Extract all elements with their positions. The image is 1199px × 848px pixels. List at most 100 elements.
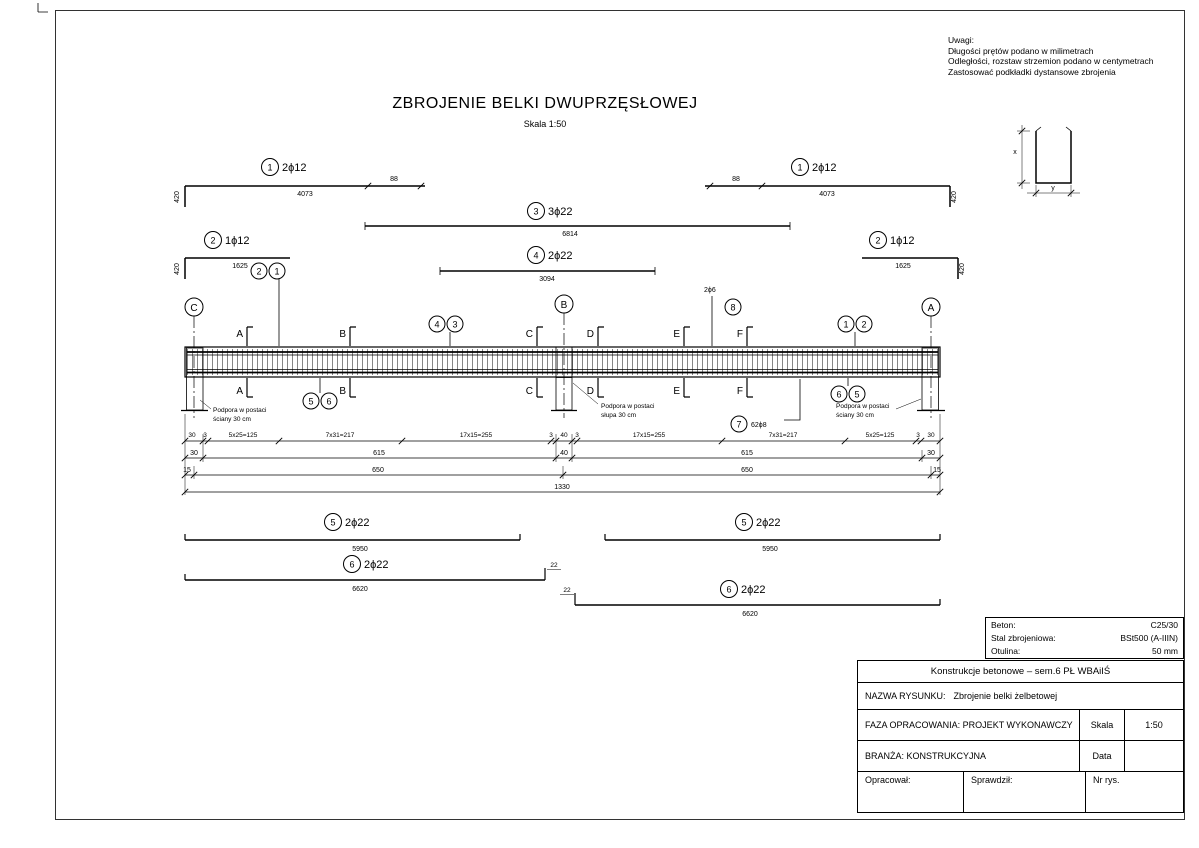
bar-1r-number: 1 xyxy=(797,163,802,173)
bar-callout-6-left: 6 2ϕ22 22 6620 xyxy=(184,555,561,593)
bar-4-length: 3094 xyxy=(539,276,555,283)
bar-2l-spec: 1ϕ12 xyxy=(225,235,250,247)
dim-row-axis-spans: 15 650 650 15 xyxy=(181,467,944,479)
bar-2l-number: 2 xyxy=(210,236,215,246)
bar-callout-4: 4 2ϕ22 3094 xyxy=(439,246,656,283)
support-left-l1: Podpora w postaci xyxy=(213,407,266,414)
bar-callout-5-left: 5 2ϕ22 5950 xyxy=(184,513,521,553)
support-middle xyxy=(551,377,577,412)
section-c-bottom: C xyxy=(526,386,533,397)
support-right-l1: Podpora w postaci xyxy=(836,403,889,410)
bar-3-length: 6814 xyxy=(562,231,578,238)
section-c-top: C xyxy=(526,329,533,340)
drawing-scale-note: Skala 1:50 xyxy=(523,119,567,129)
mark8-number: 8 xyxy=(730,303,735,313)
support-mid-l2: słupa 30 cm xyxy=(601,412,636,419)
bar-4-spec: 2ϕ22 xyxy=(548,250,573,262)
support-right-l2: ściany 30 cm xyxy=(836,412,874,419)
section-marks-top: A B C D E F xyxy=(236,326,753,346)
pair12-b: 2 xyxy=(861,320,866,330)
support-left xyxy=(181,347,208,412)
bar-6l-spec: 2ϕ22 xyxy=(364,559,389,571)
bar-2r-length: 1625 xyxy=(895,263,911,270)
support-note-left: Podpora w postaci ściany 30 cm xyxy=(199,399,266,423)
dim-r1-12: 30 xyxy=(927,432,935,439)
bar-callout-5-right: 5 2ϕ22 5950 xyxy=(604,513,941,553)
bar-2l-end-dim: 420 xyxy=(174,263,181,275)
dim-r3-1: 650 xyxy=(372,467,384,474)
beton-value: C25/30 xyxy=(1150,620,1178,631)
bar-6r-number: 6 xyxy=(726,585,731,595)
dim-r1-4: 17x15=255 xyxy=(460,432,493,439)
support-mid-l1: Podpora w postaci xyxy=(601,403,654,410)
drawing-number-label: Nr rys. xyxy=(1093,775,1120,785)
section-e-bottom: E xyxy=(673,386,680,397)
otulina-value: 50 mm xyxy=(1152,645,1178,656)
dim-r1-7: 3 xyxy=(575,432,579,439)
titleblock-header: Konstrukcje betonowe – sem.6 PŁ WBAiIŚ xyxy=(930,666,1111,677)
bar-callout-3: 3 3ϕ22 6814 xyxy=(364,202,791,238)
date-label: Data xyxy=(1092,751,1112,761)
pair43-b: 3 xyxy=(452,320,457,330)
dim-row-spans: 30 615 40 615 30 xyxy=(181,450,944,462)
pair21-a: 2 xyxy=(256,267,261,277)
beam-elevation xyxy=(184,346,941,378)
beton-label: Beton: xyxy=(991,620,1016,631)
bar-1l-number: 1 xyxy=(267,163,272,173)
dim-r2-3: 615 xyxy=(741,450,753,457)
dim-r1-3: 7x31=217 xyxy=(326,432,355,439)
dimension-extensions xyxy=(184,414,941,495)
bar-5r-length: 5950 xyxy=(762,546,778,553)
bar-5l-number: 5 xyxy=(330,518,335,528)
notes-heading: Uwagi: xyxy=(948,35,974,45)
callout-pair-1-2: 1 2 xyxy=(837,315,873,346)
bar-1r-hook-dim: 88 xyxy=(732,176,740,183)
support-left-l2: ściany 30 cm xyxy=(213,416,251,423)
axis-b-label: B xyxy=(561,300,568,311)
drawing-name-label: NAZWA RYSUNKU: xyxy=(865,691,946,701)
checker-label: Sprawdził: xyxy=(971,775,1013,785)
pair65-b: 5 xyxy=(854,390,859,400)
pair65-a: 6 xyxy=(836,390,841,400)
bar-1l-hook-dim: 88 xyxy=(390,176,398,183)
section-a-top: A xyxy=(236,329,243,340)
dim-r1-2: 5x25=125 xyxy=(229,432,258,439)
notes-block: Uwagi: Długości prętów podano w milimetr… xyxy=(948,35,1184,77)
dim-r1-9: 7x31=217 xyxy=(769,432,798,439)
pair56-a: 5 xyxy=(308,397,313,407)
mark8-label: 2ϕ6 xyxy=(704,287,716,294)
bar-6r-length: 6620 xyxy=(742,611,758,618)
pair56-b: 6 xyxy=(326,397,331,407)
support-note-middle: Podpora w postaci słupa 30 cm xyxy=(572,382,654,419)
branch-label: BRANŻA: KONSTRUKCYJNA xyxy=(865,751,987,761)
otulina-label: Otulina: xyxy=(991,645,1021,656)
mark7-number: 7 xyxy=(736,420,741,430)
bar-6l-number: 6 xyxy=(349,560,354,570)
dim-r3-2: 650 xyxy=(741,467,753,474)
date-value-cell xyxy=(1125,741,1183,771)
bar-2r-number: 2 xyxy=(875,236,880,246)
dim-row-total: 1330 xyxy=(181,484,944,496)
bar-2l-length: 1625 xyxy=(232,263,248,270)
dim-row-stirrup-spacing: 30 3 5x25=125 7x31=217 17x15=255 3 40 3 … xyxy=(181,432,944,445)
section-b-bottom: B xyxy=(339,386,346,397)
bar-1r-end-dim: 420 xyxy=(951,191,958,203)
scale-label: Skala xyxy=(1090,720,1114,730)
section-f-bottom: F xyxy=(737,386,743,397)
pair12-a: 1 xyxy=(843,320,848,330)
notes-line-3: Zastosować podkładki dystansowe zbrojeni… xyxy=(948,66,1116,77)
stal-label: Stal zbrojeniowa: xyxy=(991,632,1056,643)
stal-value: BSt500 (A-IIIN) xyxy=(1120,632,1178,643)
section-marks-bottom: A B C D E F xyxy=(236,378,753,398)
bar-6l-length: 6620 xyxy=(352,586,368,593)
bar-5l-spec: 2ϕ22 xyxy=(345,517,370,529)
title-block: Konstrukcje betonowe – sem.6 PŁ WBAiIŚ N… xyxy=(857,660,1184,813)
scale-value: 1:50 xyxy=(1145,720,1163,730)
callout-pair-5-6: 5 6 xyxy=(302,378,338,410)
bar-callout-2-left: 2 1ϕ12 420 1625 xyxy=(174,231,290,279)
section-b-top: B xyxy=(339,329,346,340)
stirrup-shape-detail: x y xyxy=(1013,125,1080,197)
stirrup-x-label: x xyxy=(1013,149,1017,156)
dim-r1-8: 17x15=255 xyxy=(633,432,666,439)
